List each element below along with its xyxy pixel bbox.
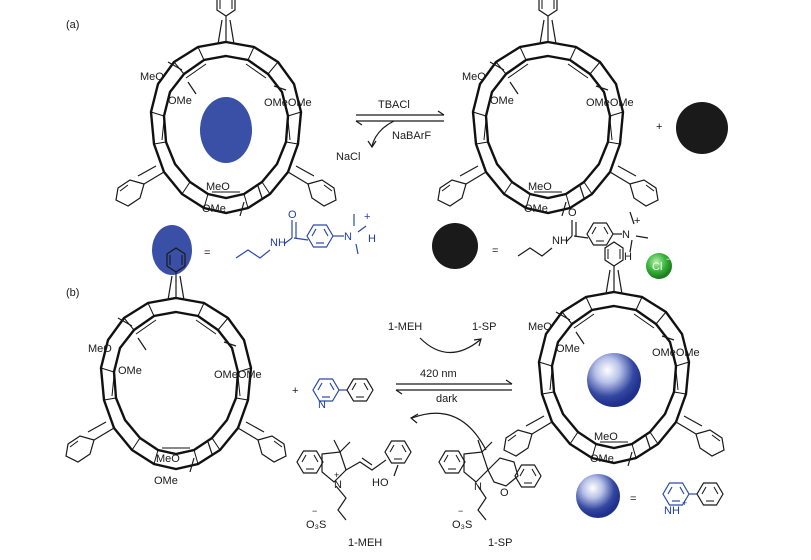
host-a-left-label-1: OMe [168, 95, 192, 107]
pyridine-n: N [318, 399, 326, 411]
photo-conversion-arrow [419, 337, 481, 354]
panel-a-label: (a) [66, 19, 79, 31]
blue-guest-charge: + [364, 211, 370, 223]
sp-n: N [474, 481, 482, 493]
phenylpyridine-structure [312, 378, 374, 402]
host-b-right-label-3: MeO [594, 431, 618, 443]
black-guest-nh: NH [552, 235, 568, 247]
arrow-backward-label: NaBArF [392, 130, 431, 142]
host-a-left-label-2: OMeOMe [264, 97, 312, 109]
pyridinium-structure [662, 482, 724, 506]
host-b-right-label-2: OMeOMe [652, 347, 700, 359]
sphere-guest [587, 353, 641, 407]
meh-charge: + [334, 470, 339, 480]
host-a-right-label-1: OMe [490, 95, 514, 107]
host-a-right-label-0: MeO [462, 71, 486, 83]
host-b-left-label-4: OMe [154, 475, 178, 487]
blue-guest-nh: NH [270, 237, 286, 249]
meh-n: N [334, 479, 342, 491]
photo-start-label: 1-MEH [388, 321, 422, 333]
chloride-charge: − [666, 254, 671, 264]
black-guest-charge: + [634, 215, 640, 227]
host-macrocycle-a-left: MeO OMe OMeOMe MeO OMe [114, 0, 338, 218]
thermal-reversion-arrow [411, 412, 487, 451]
host-b-left-label-0: MeO [88, 343, 112, 355]
blue-guest-structure [235, 214, 367, 259]
plus-sign-a: + [656, 121, 662, 133]
legend-equals-b: = [630, 493, 636, 505]
legend-equals-a1: = [204, 247, 210, 259]
host-b-left-label-3: MeO [156, 453, 180, 465]
sp-label: 1-SP [488, 537, 512, 549]
host-b-left-label-1: OMe [118, 365, 142, 377]
photo-end-label: 1-SP [472, 321, 496, 333]
host-a-right-label-3: MeO [528, 181, 552, 193]
host-b-right-label-1: OMe [556, 343, 580, 355]
legend-sphere-guest [576, 474, 620, 518]
equilibrium-arrows-a [355, 110, 445, 149]
blue-guest-o: O [288, 209, 297, 221]
meh-so3-charge: − [312, 506, 317, 516]
chloride-label: Cl [652, 261, 662, 273]
sp-o: O [500, 487, 509, 499]
black-guest-structure [517, 211, 649, 257]
host-b-left-label-2: OMeOMe [214, 369, 262, 381]
panel-b-label: (b) [66, 287, 79, 299]
host-a-left-label-3: MeO [206, 181, 230, 193]
host-macrocycle-a-right: MeO OMe OMeOMe MeO OMe [436, 0, 660, 218]
host-b-right-label-0: MeO [528, 321, 552, 333]
legend-equals-a2: = [492, 245, 498, 257]
host-a-right-label-4: OMe [524, 203, 548, 215]
plus-sign-b: + [292, 385, 298, 397]
black-guest-h: H [624, 251, 632, 263]
byproduct-label: NaCl [336, 151, 360, 163]
blue-guest-n: N [344, 231, 352, 243]
equilibrium-arrows-b [395, 379, 513, 395]
meh-so3: O₃S [306, 519, 326, 531]
dark-label: dark [436, 393, 458, 405]
host-a-left-label-0: MeO [140, 71, 164, 83]
host-a-right-label-2: OMeOMe [586, 97, 634, 109]
sp-so3-charge: − [458, 506, 463, 516]
meh-oh: HO [372, 477, 389, 489]
sp-structure [438, 439, 542, 521]
pyridinium-nh: NH [664, 505, 680, 517]
arrow-forward-label: TBACl [378, 99, 410, 111]
sp-so3: O₃S [452, 519, 472, 531]
blue-guest-h: H [368, 233, 376, 245]
meh-structure [296, 439, 412, 521]
host-macrocycle-b-left: MeO OMe OMeOMe MeO OMe [64, 246, 288, 487]
host-a-left-label-4: OMe [202, 203, 226, 215]
light-label: 420 nm [420, 368, 457, 380]
black-guest-n: N [622, 229, 630, 241]
chloride-sphere [646, 253, 672, 279]
black-guest-o: O [568, 207, 577, 219]
black-guest-circle [676, 102, 728, 154]
legend-black-guest [432, 223, 478, 269]
meh-label: 1-MEH [348, 537, 382, 549]
pyridinium-charge: + [682, 498, 687, 508]
host-macrocycle-b-right: MeO OMe OMeOMe MeO OMe [502, 240, 726, 468]
blue-guest-ellipse [200, 97, 252, 163]
host-b-right-label-4: OMe [590, 453, 614, 465]
